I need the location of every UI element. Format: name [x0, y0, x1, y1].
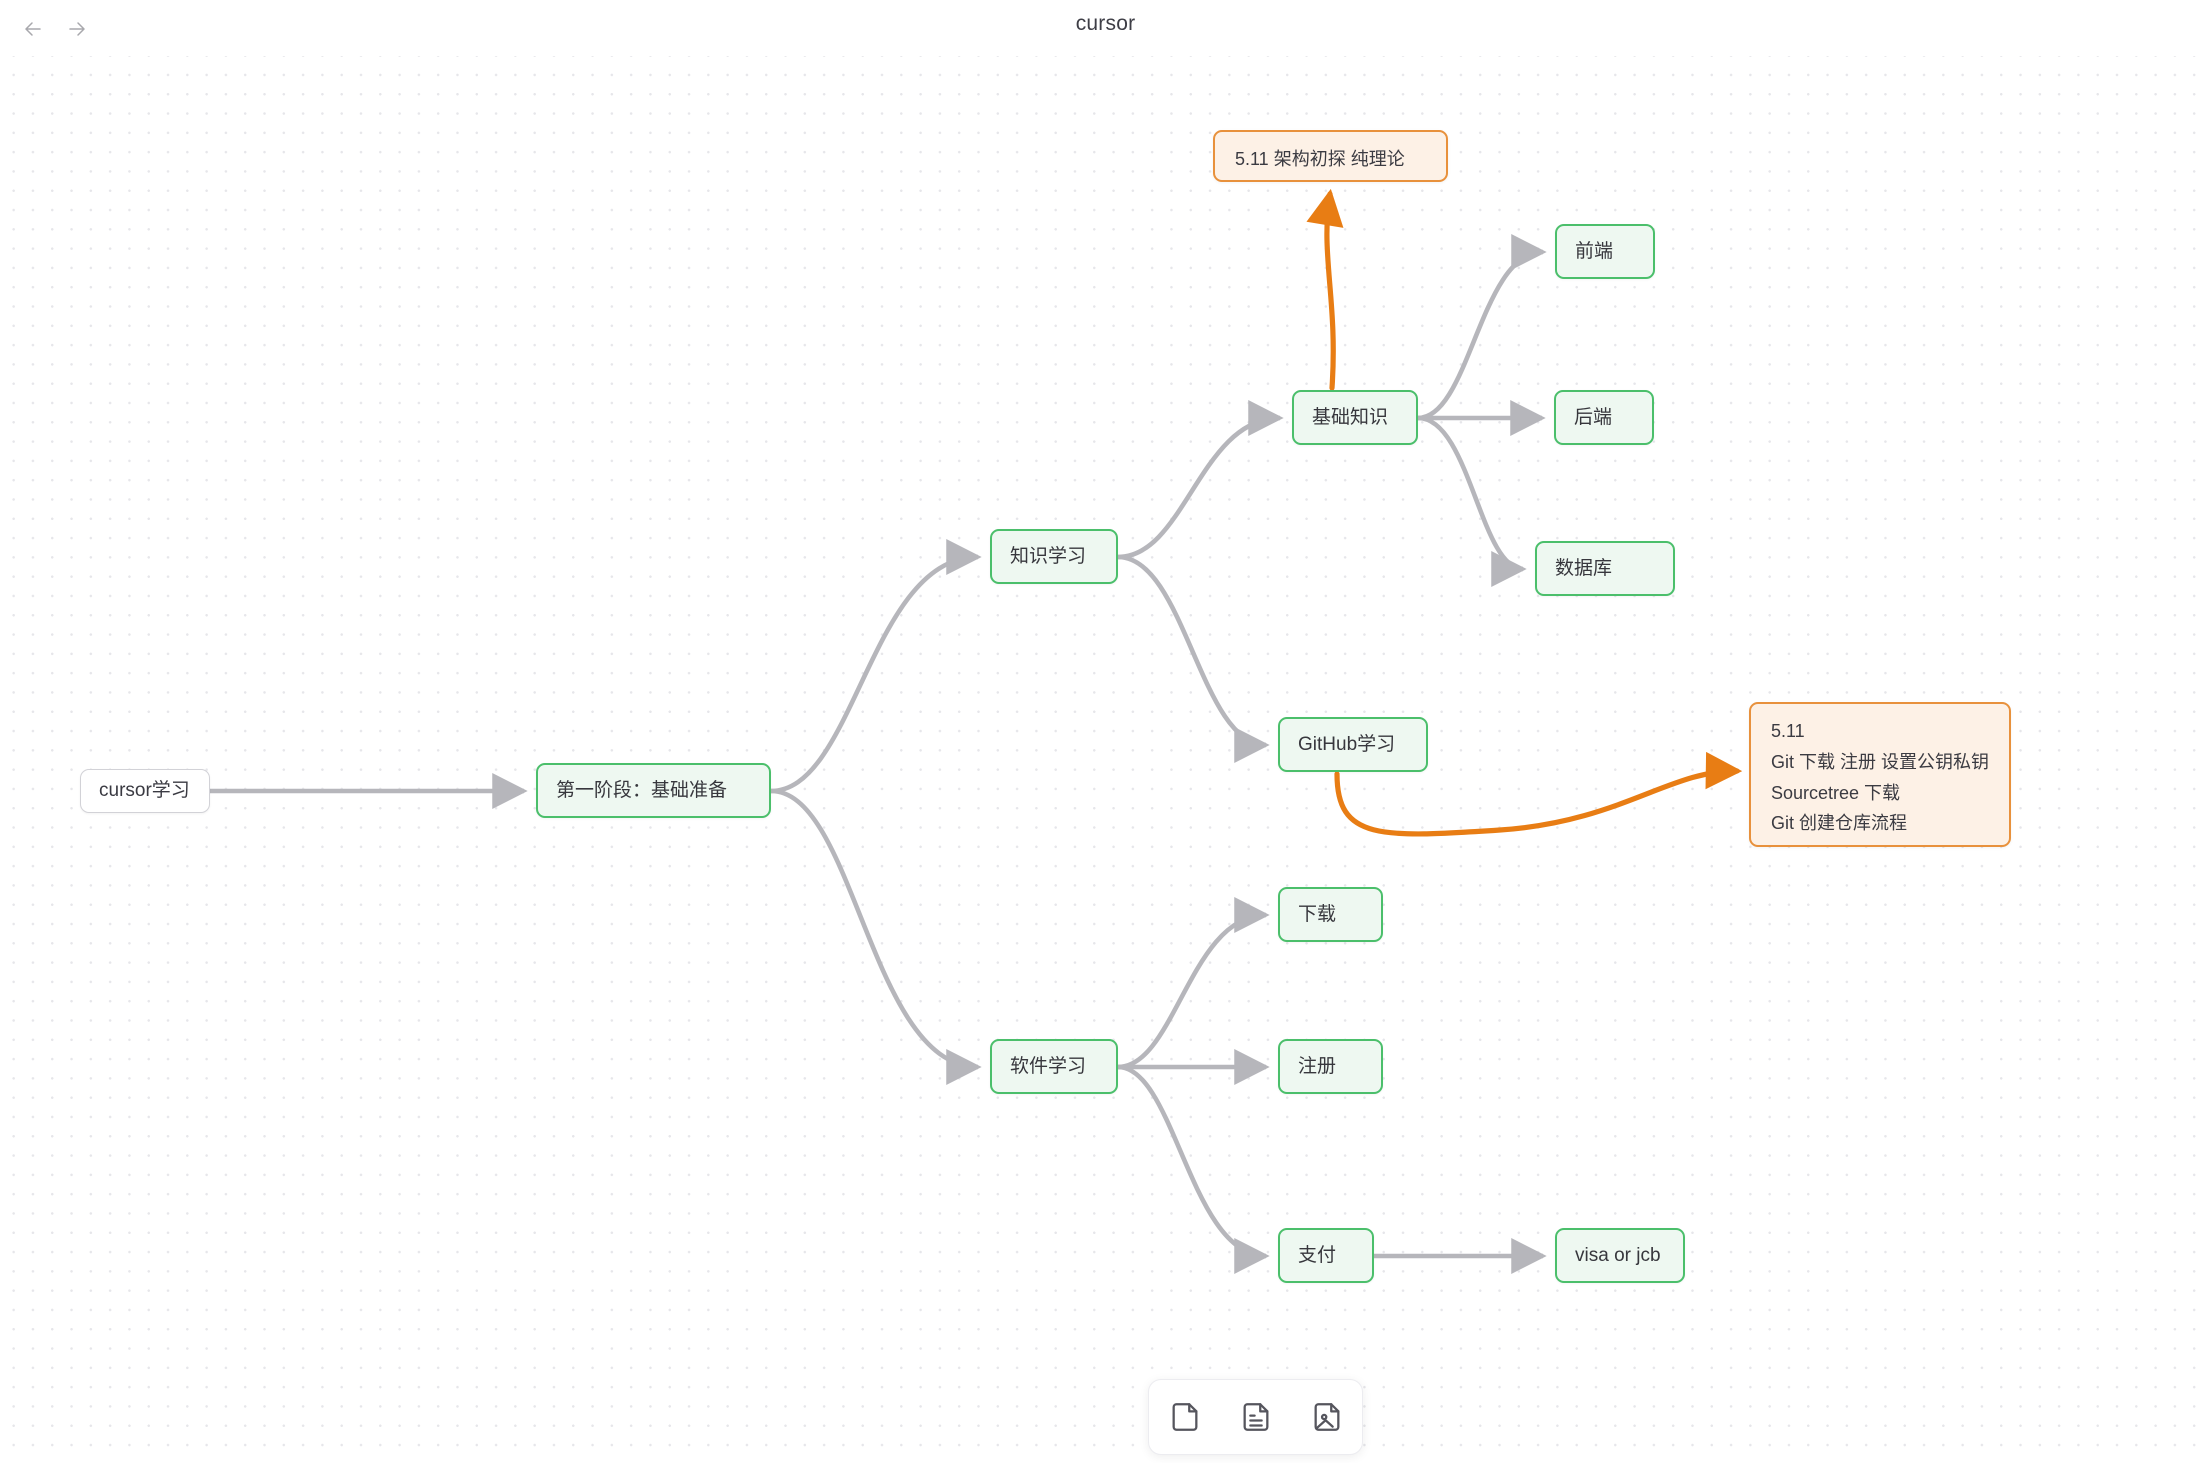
node-backend[interactable]: 后端 — [1554, 390, 1654, 445]
document-title: cursor — [1075, 12, 1136, 35]
node-frontend[interactable]: 前端 — [1555, 224, 1655, 279]
node-label: 后端 — [1574, 406, 1613, 428]
bottom-toolbar — [1148, 1379, 1363, 1455]
new-image-file-button[interactable] — [1301, 1391, 1353, 1443]
node-root[interactable]: cursor学习 — [80, 769, 210, 813]
edge-stage1-know — [770, 539, 982, 794]
edge-base-frontend — [1417, 234, 1547, 421]
node-label: cursor学习 — [99, 780, 190, 802]
node-label: 前端 — [1575, 240, 1614, 262]
edge-base-note-arch — [1306, 188, 1344, 391]
node-label: visa or jcb — [1575, 1244, 1661, 1266]
text-document-icon — [1243, 1403, 1268, 1431]
node-download[interactable]: 下载 — [1278, 887, 1383, 942]
arrow-left-icon — [25, 22, 41, 36]
new-blank-page-button[interactable] — [1159, 1391, 1211, 1443]
node-label: 数据库 — [1555, 557, 1613, 579]
node-label: 基础知识 — [1312, 406, 1389, 428]
node-knowledge-study[interactable]: 知识学习 — [990, 529, 1118, 584]
note-body: 5.11 架构初探 纯理论 — [1235, 148, 1405, 172]
back-button[interactable] — [18, 14, 48, 44]
edge-group-gray — [210, 234, 1547, 1274]
edge-stage1-software — [770, 788, 982, 1085]
node-label: 软件学习 — [1010, 1055, 1087, 1077]
node-register[interactable]: 注册 — [1278, 1039, 1383, 1094]
node-visa-or-jcb[interactable]: visa or jcb — [1555, 1228, 1685, 1283]
arrow-right-icon — [69, 22, 85, 36]
note-line: Git 下载 注册 设置公钥私钥 — [1771, 751, 1990, 772]
image-file-icon — [1314, 1403, 1339, 1431]
note-line: 5.11 — [1771, 721, 1805, 741]
node-label: 下载 — [1298, 903, 1337, 925]
edge-github-note-git — [1334, 751, 1743, 837]
edge-base-database — [1417, 415, 1527, 587]
note-line: Sourcetree 下载 — [1771, 782, 1901, 803]
note-line: Git 创建仓库流程 — [1771, 813, 1908, 834]
node-label: 注册 — [1298, 1055, 1337, 1077]
node-label: 第一阶段：基础准备 — [556, 779, 728, 801]
node-label: GitHub学习 — [1298, 733, 1396, 755]
edge-software-pay — [1117, 1064, 1270, 1274]
edge-group-highlight — [1306, 188, 1743, 837]
top-bar: cursor — [0, 0, 2211, 56]
mindmap-canvas[interactable]: cursor学习 第一阶段：基础准备 知识学习 基础知识 前端 后端 数据库 G… — [0, 40, 2211, 1463]
blank-page-icon — [1172, 1403, 1197, 1431]
node-payment[interactable]: 支付 — [1278, 1228, 1374, 1283]
edge-know-base — [1117, 400, 1284, 560]
forward-button[interactable] — [62, 14, 92, 44]
note-architecture[interactable]: 5.11 架构初探 纯理论 — [1213, 130, 1448, 182]
note-line: 5.11 架构初探 纯理论 — [1235, 149, 1405, 169]
node-stage1[interactable]: 第一阶段：基础准备 — [536, 763, 771, 818]
edge-know-github — [1117, 554, 1270, 763]
node-label: 知识学习 — [1010, 545, 1087, 567]
edge-layer — [210, 188, 1743, 1274]
new-text-document-button[interactable] — [1230, 1391, 1282, 1443]
node-database[interactable]: 数据库 — [1535, 541, 1675, 596]
node-software-study[interactable]: 软件学习 — [990, 1039, 1118, 1094]
node-label: 支付 — [1298, 1244, 1337, 1266]
node-basic-knowledge[interactable]: 基础知识 — [1292, 390, 1418, 445]
node-github-study[interactable]: GitHub学习 — [1278, 717, 1428, 772]
edge-software-download — [1117, 897, 1270, 1070]
